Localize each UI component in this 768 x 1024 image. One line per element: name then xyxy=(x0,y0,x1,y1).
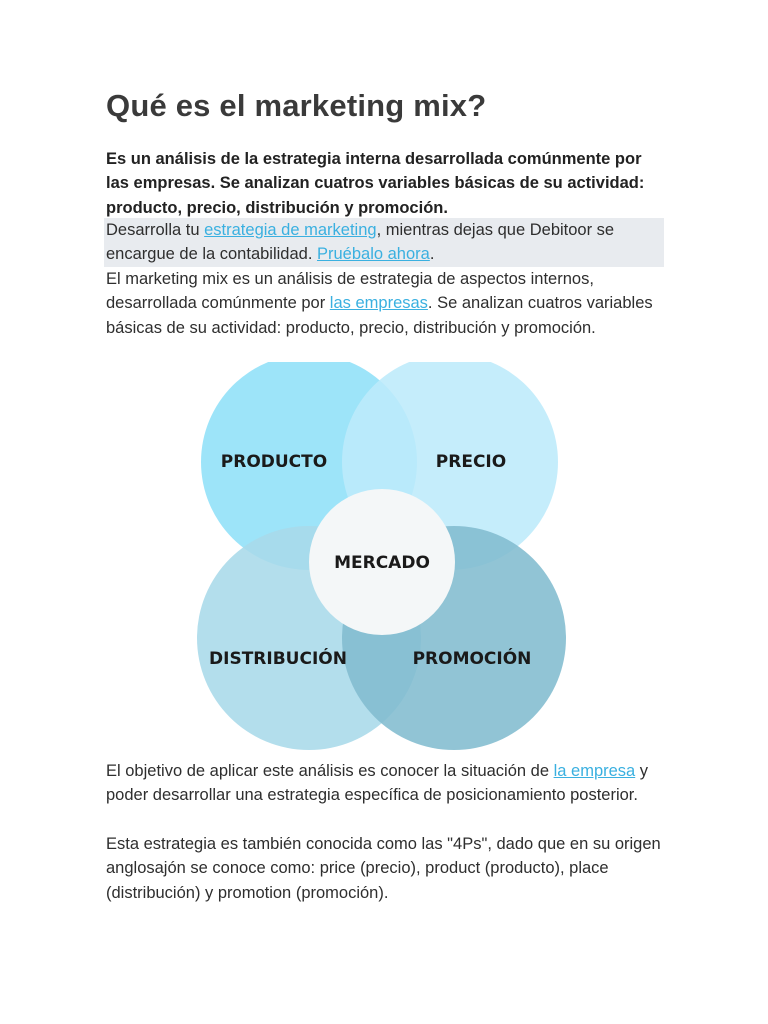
the-company-link[interactable]: la empresa xyxy=(553,762,636,780)
body-paragraph-2: El objetivo de aplicar este análisis es … xyxy=(106,759,666,808)
companies-link[interactable]: las empresas xyxy=(329,294,428,313)
page-title: Qué es el marketing mix? xyxy=(106,88,487,123)
marketing-strategy-link[interactable]: estrategia de marketing xyxy=(204,221,377,239)
try-now-link[interactable]: Pruébalo ahora xyxy=(317,245,430,264)
promo-text-start: Desarrolla tu xyxy=(106,221,205,239)
label-distribucion: DISTRIBUCIÓN xyxy=(209,647,347,669)
promo-text-end: . xyxy=(429,245,435,264)
body2-text-start: El objetivo de aplicar este análisis es … xyxy=(106,762,554,780)
label-precio: PRECIO xyxy=(436,452,506,472)
label-mercado: MERCADO xyxy=(334,553,430,573)
intro-paragraph: Es un análisis de la estrategia interna … xyxy=(106,150,645,217)
body2-text-end: y poder desarrollar una estrategia espec… xyxy=(106,762,649,805)
body1-text-end: . Se analizan cuatros variables básicas … xyxy=(106,294,653,337)
body-paragraph-3: Esta estrategia es también conocida como… xyxy=(106,835,661,902)
body-paragraph-1: El marketing mix es un análisis de estra… xyxy=(106,267,666,340)
promo-text-middle: , mientras dejas que Debitoor se encargu… xyxy=(106,221,615,264)
label-producto: PRODUCTO xyxy=(221,452,327,472)
promo-box: Desarrolla tu estrategia de marketing, m… xyxy=(104,218,664,267)
body1-text-start: El marketing mix es un análisis de estra… xyxy=(106,270,594,313)
circle-mercado xyxy=(309,489,455,635)
marketing-mix-diagram: PRODUCTO PRECIO MERCADO DISTRIBUCIÓN PRO… xyxy=(196,362,568,754)
label-promocion: PROMOCIÓN xyxy=(413,647,532,669)
